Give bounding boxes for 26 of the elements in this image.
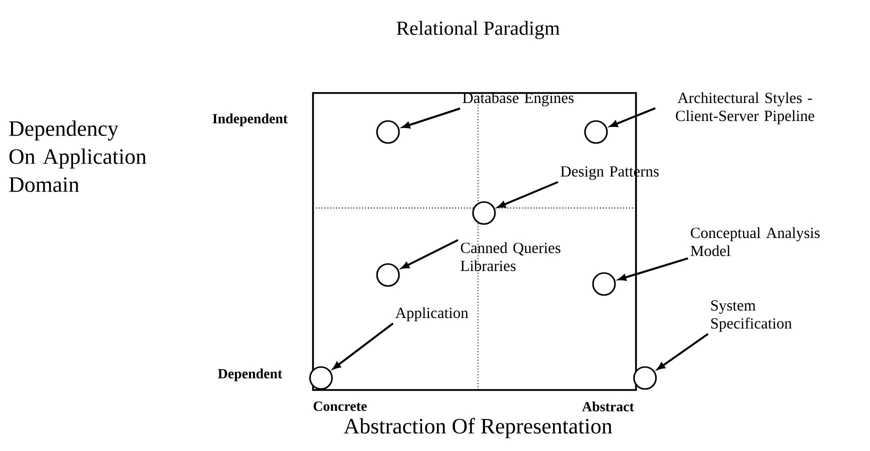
item-label: System Specification bbox=[711, 300, 792, 332]
item-label: Architectural Styles - Client-Server Pipeline bbox=[676, 92, 814, 124]
axis-label: Abstraction Of Representation bbox=[344, 418, 612, 438]
arrow bbox=[401, 239, 458, 269]
circle-marker bbox=[472, 201, 496, 225]
arrow bbox=[402, 108, 460, 128]
arrow bbox=[610, 107, 656, 128]
item-label: Conceptual Analysis Model bbox=[690, 227, 820, 256]
circle-marker bbox=[592, 272, 616, 296]
arrow bbox=[657, 333, 709, 370]
axis-end-label: Abstract bbox=[582, 402, 634, 412]
circle-marker bbox=[633, 366, 657, 390]
chart-title: Relational Paradigm bbox=[396, 20, 560, 40]
circle-marker bbox=[584, 120, 608, 144]
axis-label: Dependency On Application Domain bbox=[9, 120, 146, 192]
item-label: Database Engines bbox=[462, 92, 574, 106]
item-label: Application bbox=[395, 307, 468, 322]
arrow bbox=[498, 181, 558, 208]
item-label: Canned Queries Libraries bbox=[460, 242, 560, 272]
circle-marker bbox=[376, 263, 400, 287]
circle-marker bbox=[309, 366, 333, 390]
axis-end-label: Independent bbox=[212, 114, 288, 126]
arrow bbox=[332, 322, 394, 370]
arrow bbox=[618, 257, 688, 281]
axis-end-label: Dependent bbox=[218, 368, 282, 382]
circle-marker bbox=[376, 120, 400, 144]
